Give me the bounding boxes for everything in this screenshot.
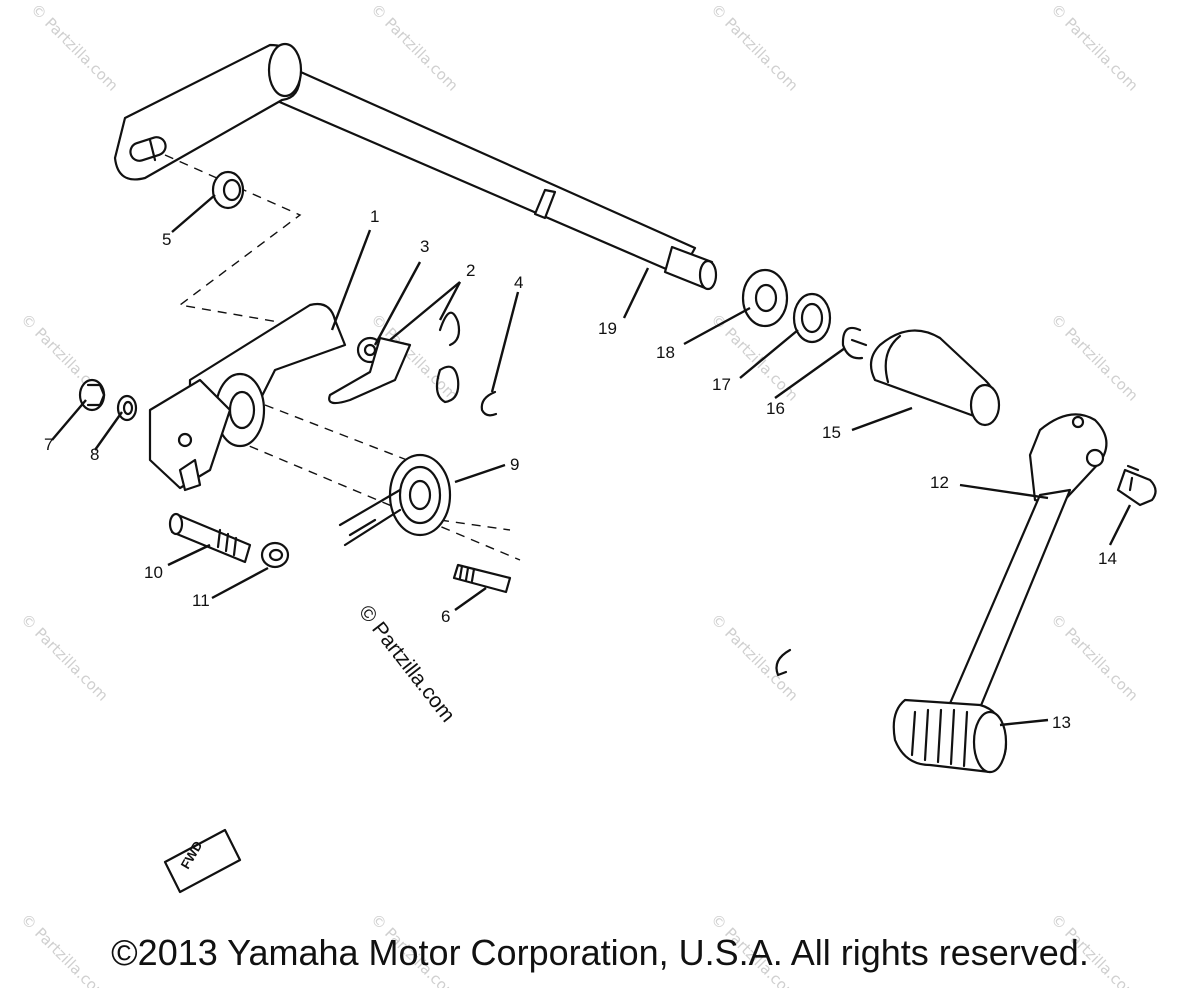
washer-8 [116, 394, 138, 422]
watermark: © Partzilla.com [1047, 310, 1142, 405]
callout-10: 10 [144, 563, 163, 582]
fwd-arrow: FWD [163, 828, 242, 894]
callout-6: 6 [441, 607, 450, 626]
watermark: © Partzilla.com [1047, 610, 1142, 705]
return-spring-9 [338, 453, 452, 547]
washer-17 [792, 292, 832, 344]
change-pedal-12 [943, 413, 1108, 722]
leader-lines [51, 194, 1132, 727]
bolt-10 [168, 512, 252, 564]
collar-18 [741, 268, 789, 328]
shift-pawl-3 [328, 336, 412, 405]
callout-3: 3 [420, 237, 429, 256]
watermark: © Partzilla.com [1047, 0, 1142, 95]
circlip-4 [480, 390, 498, 417]
pedal-rubber-13 [892, 698, 1008, 774]
callout-17: 17 [712, 375, 731, 394]
callout-2: 2 [466, 261, 475, 280]
watermark: © Partzilla.com [17, 610, 112, 705]
callout-16: 16 [766, 399, 785, 418]
washer-11 [260, 541, 290, 569]
watermark: © Partzilla.com [707, 0, 802, 95]
callout-18: 18 [656, 343, 675, 362]
callout-4: 4 [514, 273, 523, 292]
circlip-16 [841, 326, 868, 360]
boot-15 [869, 329, 1001, 427]
pin-6 [452, 563, 512, 594]
shift-shaft [113, 42, 718, 291]
nut-7 [78, 378, 106, 412]
callout-9: 9 [510, 455, 519, 474]
callout-8: 8 [90, 445, 99, 464]
watermark: © Partzilla.com [27, 0, 122, 95]
bolt-14 [1116, 464, 1157, 507]
copyright-notice: ©2013 Yamaha Motor Corporation, U.S.A. A… [111, 932, 1089, 973]
assembly-lines [164, 154, 521, 561]
callout-11: 11 [192, 591, 210, 610]
callout-15: 15 [822, 423, 841, 442]
spring-2 [435, 311, 461, 404]
callout-labels: 1 2 3 4 5 6 7 8 9 10 11 12 13 14 15 16 1… [44, 207, 1117, 732]
shift-arm [148, 302, 347, 492]
stray-mark [775, 648, 792, 677]
callout-12: 12 [930, 473, 949, 492]
callout-19: 19 [598, 319, 617, 338]
watermark: © Partzilla.com [367, 0, 462, 95]
callout-13: 13 [1052, 713, 1071, 732]
collar-5 [211, 170, 245, 210]
callout-5: 5 [162, 230, 171, 249]
callout-7: 7 [44, 435, 53, 454]
watermark: © Partzilla.com [707, 610, 802, 705]
callout-1: 1 [370, 207, 379, 226]
callout-14: 14 [1098, 549, 1117, 568]
